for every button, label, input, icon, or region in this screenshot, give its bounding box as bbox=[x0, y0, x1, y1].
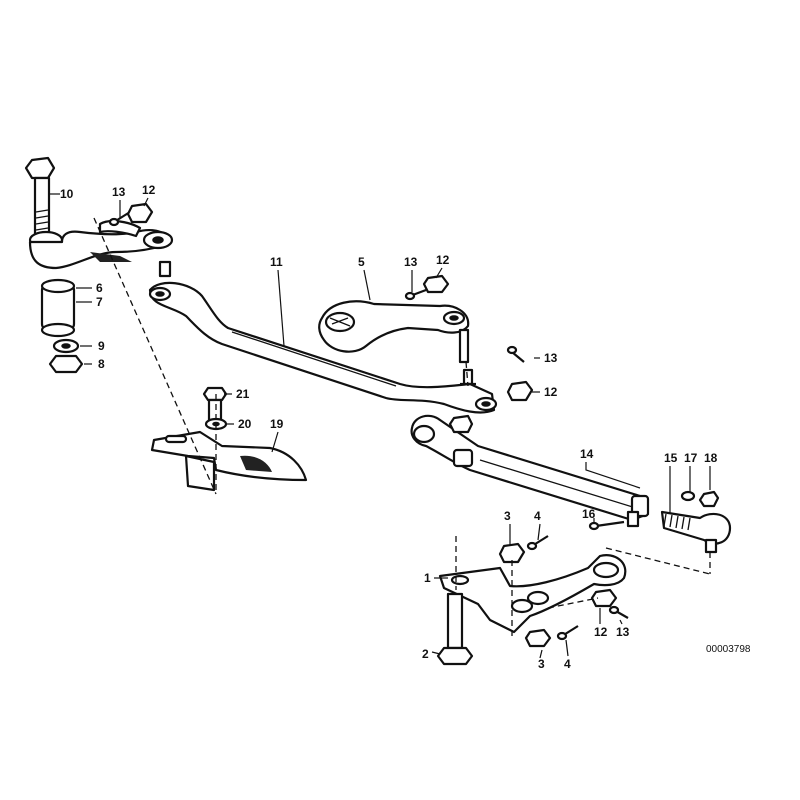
callout-10: 10 bbox=[60, 187, 74, 201]
callout-3-lower: 3 bbox=[538, 657, 545, 671]
bushing-part-7 bbox=[40, 278, 76, 338]
bracket-part-19 bbox=[150, 430, 308, 492]
tie-rod-end-part-15 bbox=[660, 510, 732, 554]
callout-5: 5 bbox=[358, 255, 365, 269]
idler-arm bbox=[28, 219, 174, 278]
callout-4-lower: 4 bbox=[564, 657, 571, 671]
cotter-pin-part-4-upper bbox=[526, 535, 549, 551]
nut-part-8 bbox=[48, 354, 84, 374]
callout-16: 16 bbox=[582, 507, 596, 521]
callout-12-upper-left: 12 bbox=[142, 183, 156, 197]
callout-12-right: 12 bbox=[544, 385, 558, 399]
cotter-pin-part-13-pitman bbox=[404, 288, 427, 301]
callout-labels: 10 13 12 6 7 9 8 11 5 13 12 13 12 21 20 … bbox=[60, 183, 751, 671]
callout-leaders bbox=[50, 193, 711, 659]
cotter-pin-part-4-lower bbox=[556, 625, 579, 641]
callout-13-right: 13 bbox=[544, 351, 558, 365]
callout-13-pitman: 13 bbox=[404, 255, 418, 269]
screw-part-16 bbox=[588, 520, 625, 531]
callout-14: 14 bbox=[580, 447, 594, 461]
assembly-lines bbox=[93, 217, 711, 640]
castle-nut-part-12-lower bbox=[590, 588, 618, 608]
callout-2: 2 bbox=[422, 647, 429, 661]
center-tie-rod-part-11 bbox=[148, 281, 498, 414]
callout-19: 19 bbox=[270, 417, 284, 431]
callout-1: 1 bbox=[424, 571, 431, 585]
tie-rod-part-14 bbox=[410, 414, 650, 528]
callout-7: 7 bbox=[96, 295, 103, 309]
pitman-arm-part-5 bbox=[318, 300, 470, 364]
nut-part-18 bbox=[698, 490, 720, 508]
callout-18: 18 bbox=[704, 451, 718, 465]
callout-12-pitman: 12 bbox=[436, 253, 450, 267]
callout-15: 15 bbox=[664, 451, 678, 465]
reference-number: 00003798 bbox=[706, 644, 751, 655]
callout-11: 11 bbox=[270, 255, 283, 269]
cotter-pin-part-13-right bbox=[506, 345, 525, 363]
callout-9: 9 bbox=[98, 339, 105, 353]
castle-nut-part-12-pitman bbox=[422, 274, 450, 294]
castle-nut-part-3-lower bbox=[524, 628, 552, 648]
callout-13-lower: 13 bbox=[616, 625, 630, 639]
callout-4-upper: 4 bbox=[534, 509, 541, 523]
callout-21: 21 bbox=[236, 387, 250, 401]
callout-17: 17 bbox=[684, 451, 698, 465]
bolt-part-10 bbox=[24, 156, 56, 240]
callout-8: 8 bbox=[98, 357, 105, 371]
bolt-part-21 bbox=[202, 386, 228, 422]
washer-part-17 bbox=[680, 490, 696, 502]
cotter-pin-part-13-lower bbox=[608, 605, 629, 619]
callout-3-upper: 3 bbox=[504, 509, 511, 523]
steering-arm-part-1 bbox=[438, 554, 627, 634]
callout-12-lower: 12 bbox=[594, 625, 608, 639]
castle-nut-part-12-upper-left bbox=[126, 202, 154, 224]
callout-6: 6 bbox=[96, 281, 103, 295]
castle-nut-part-3-upper bbox=[498, 542, 526, 564]
bolt-part-2 bbox=[436, 592, 474, 666]
callout-20: 20 bbox=[238, 417, 252, 431]
castle-nut-part-12-right bbox=[506, 380, 534, 402]
washer-part-9 bbox=[52, 338, 80, 354]
callout-13-upper-left: 13 bbox=[112, 185, 126, 199]
